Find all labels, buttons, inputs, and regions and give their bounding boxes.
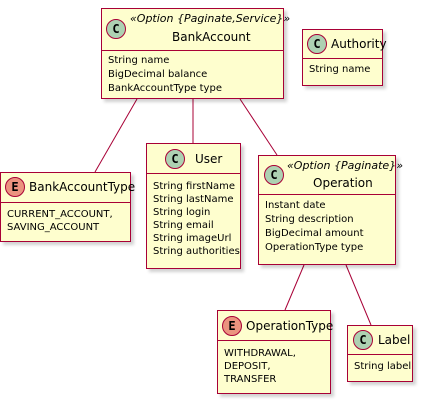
link-operation-label: [345, 264, 372, 326]
enum-badge-icon: E: [222, 316, 242, 336]
class-badge-icon: C: [106, 19, 126, 39]
field: String label: [354, 361, 412, 372]
field: String lastName: [153, 194, 234, 205]
enum-operationtype: E OperationType WITHDRAWAL, DEPOSIT, TRA…: [217, 310, 334, 394]
field: String description: [265, 214, 354, 225]
link-bankaccount-operation: [239, 98, 278, 156]
enum-badge-icon: E: [5, 177, 25, 197]
enum-value: WITHDRAWAL,: [224, 348, 296, 359]
class-name: OperationType: [246, 319, 334, 333]
class-name: BankAccountType: [29, 180, 136, 194]
class-badge-icon: C: [165, 149, 185, 169]
enum-value: TRANSFER: [224, 374, 277, 385]
enum-value: CURRENT_ACCOUNT,: [7, 209, 113, 220]
enum-value: DEPOSIT,: [224, 361, 271, 372]
class-stereotype: «Option {Paginate}»: [287, 159, 403, 172]
field: String email: [153, 220, 214, 231]
class-badge-icon: C: [353, 330, 373, 350]
field: OperationType type: [265, 242, 364, 253]
enum-value: SAVING_ACCOUNT: [7, 222, 100, 233]
class-badge-icon: C: [307, 34, 327, 54]
field: String firstName: [153, 181, 236, 192]
class-stereotype: «Option {Paginate,Service}»: [130, 12, 291, 25]
field: Instant date: [265, 200, 326, 211]
field: BigDecimal balance: [108, 69, 208, 80]
class-badge-icon: C: [264, 165, 284, 185]
class-name: Label: [378, 333, 411, 347]
class-operation: C «Option {Paginate}» Operation Instant …: [258, 155, 403, 265]
class-name: User: [195, 152, 223, 166]
class-name: Operation: [313, 176, 373, 190]
class-name: Authority: [331, 37, 387, 51]
enum-bankaccounttype: E BankAccountType CURRENT_ACCOUNT, SAVIN…: [0, 172, 135, 242]
field: String name: [309, 64, 371, 75]
class-user: C User String firstName String lastName …: [146, 143, 241, 269]
field: BankAccountType type: [108, 83, 222, 94]
field: String imageUrl: [153, 233, 232, 244]
field: String authorities: [153, 246, 240, 257]
class-name: BankAccount: [172, 30, 251, 44]
field: String login: [153, 207, 211, 218]
class-authority: C Authority String name: [302, 29, 387, 86]
field: String name: [108, 55, 170, 66]
link-operation-operationtype: [284, 264, 305, 311]
class-label: C Label String label: [347, 325, 413, 382]
class-bankaccount: C «Option {Paginate,Service}» BankAccoun…: [101, 8, 290, 99]
link-bankaccount-bankaccounttype: [94, 98, 138, 173]
field: BigDecimal amount: [265, 228, 364, 239]
